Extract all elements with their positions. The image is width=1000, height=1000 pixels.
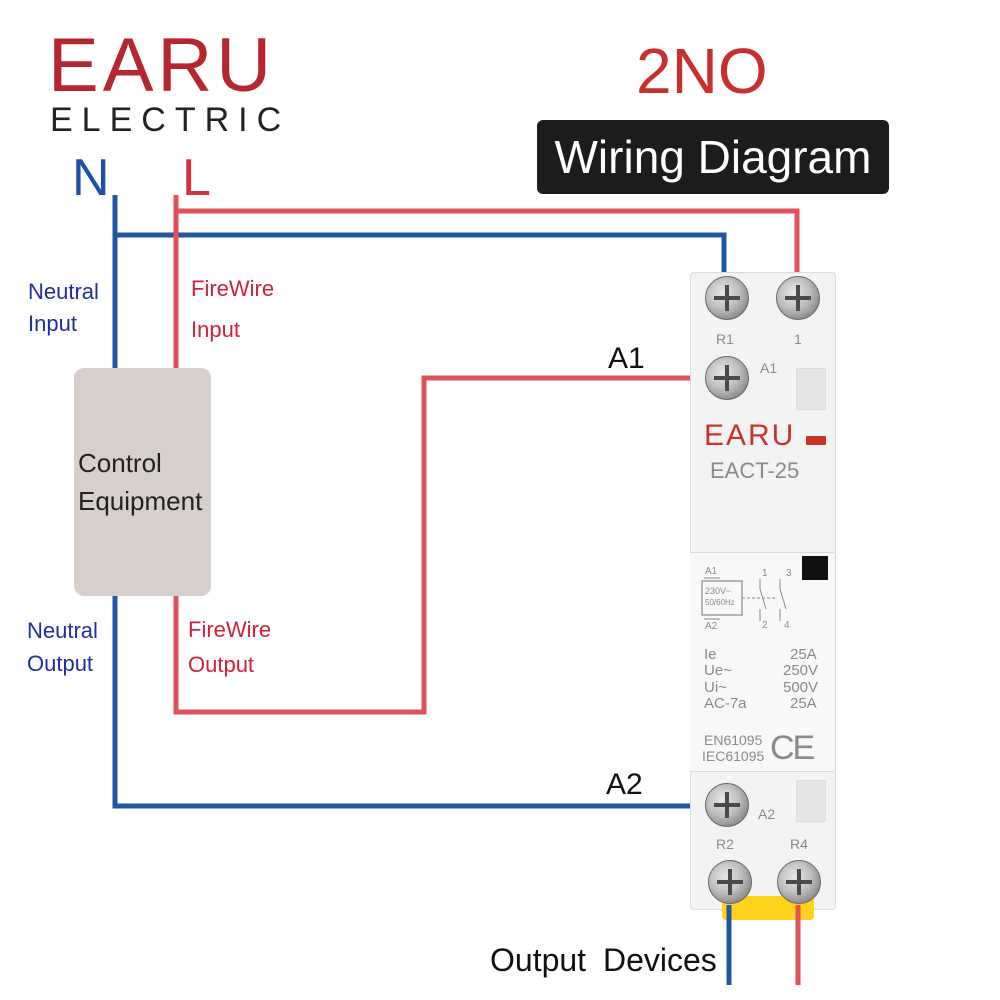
spec-ie-value: 25A [790,646,817,663]
spec-ui-name: Ui~ [704,679,727,696]
live-to-terminal-1-wire [176,208,800,295]
upper-indicator-slot [796,368,826,410]
neutral-output-to-a2-wire [112,596,724,809]
schematic-a2-label: A2 [705,621,718,632]
firewire-output-to-a1-wire [173,375,724,715]
diagram-type-title: 2NO [636,35,768,107]
spec-ui-value: 500V [783,679,819,696]
spec-ac7a-value: 25A [790,695,817,712]
spec-ie-name: Ie [704,646,717,663]
contact-schematic [701,577,787,621]
control-equipment-label-line2: Equipment [78,486,203,516]
wiring-diagram-banner: Wiring Diagram [537,120,889,194]
schematic-contact-3: 3 [786,568,792,579]
standard-en61095: EN61095 [704,732,763,748]
a1-wire-label: A1 [608,342,645,375]
terminal-a2-screw [705,783,749,827]
terminal-r4-screw [777,860,821,904]
terminal-a1-screw [705,356,749,400]
schematic-a1-label: A1 [705,566,718,577]
schematic-voltage: 230V~ [705,586,732,596]
a2-wire-label: A2 [606,768,643,801]
terminal-a2-label: A2 [758,806,776,822]
neutral-input-label-line1: Neutral [28,279,99,304]
terminal-1-label: 1 [794,331,802,347]
neutral-input-label-line2: Input [28,311,77,336]
neutral-output-label-line2: Output [27,651,94,676]
terminal-r2-screw [708,860,752,904]
terminal-r1-label: R1 [716,331,734,347]
control-equipment-label-line1: Control [78,448,162,478]
device-brand-logo: EARU [704,419,796,452]
terminal-1-screw [776,276,820,320]
device-model-number: EACT-25 [710,458,800,483]
device-brand-mark [806,436,826,445]
spec-ue-value: 250V [783,662,819,679]
terminal-r4-label: R4 [790,836,808,852]
brand-logo: EARU [48,23,276,108]
spec-ac7a-name: AC-7a [704,695,747,712]
terminal-r2-label: R2 [716,836,734,852]
status-indicator-window [802,556,828,580]
output-devices-label: Output Devices [490,942,717,978]
terminal-a1-label: A1 [760,360,778,376]
schematic-contact-4: 4 [784,620,790,631]
terminal-r1-screw [705,276,749,320]
spec-ue-name: Ue~ [704,662,732,679]
control-equipment-label: Control Equipment [78,444,202,520]
firewire-input-label-line2: Input [191,317,240,342]
firewire-input-label-line1: FireWire [191,276,275,301]
schematic-contact-2: 2 [762,620,768,631]
control-equipment-box [74,368,211,596]
contactor-front-panel [690,552,834,772]
neutral-label: N [72,149,110,207]
firewire-output-label-line1: FireWire [188,617,272,642]
live-label: L [182,149,211,207]
ce-mark: CE [770,729,815,767]
neutral-output-label-line1: Neutral [27,618,98,643]
firewire-output-label-line2: Output [188,652,255,677]
schematic-contact-1: 1 [762,568,768,579]
standard-iec61095: IEC61095 [702,748,765,764]
brand-logo-subtitle: ELECTRIC [50,101,291,139]
schematic-frequency: 50/60Hz [705,598,735,607]
lower-indicator-slot [796,780,826,822]
